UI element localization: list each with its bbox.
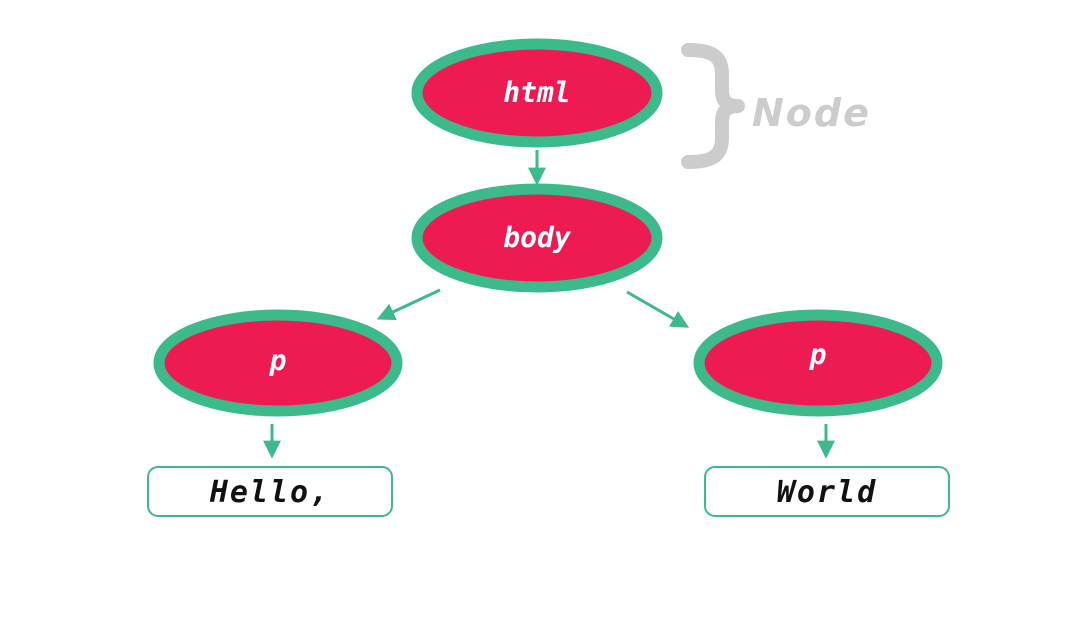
edge-body-p-left [376, 288, 441, 321]
text-node-right-label: World [777, 475, 877, 510]
text-node-left: Hello, [147, 466, 393, 517]
node-body-shape [411, 183, 663, 293]
node-body: body [411, 183, 663, 293]
edge-body-p-right [626, 290, 690, 328]
text-node-left-box [147, 466, 393, 517]
node-p-left-label: p [269, 344, 287, 377]
node-html-label: html [503, 76, 570, 109]
text-node-left-label: Hello, [209, 475, 330, 510]
text-node-right-box [704, 466, 950, 517]
node-body-label: body [503, 221, 572, 254]
edges [263, 150, 835, 459]
curly-brace-icon [681, 43, 745, 169]
node-p-right-shape [693, 309, 943, 417]
node-p-right: p [693, 309, 943, 417]
text-node-right: World [704, 466, 950, 517]
node-p-left: p [153, 309, 403, 417]
node-annotation: Node [681, 43, 871, 169]
node-html-shape [411, 38, 663, 148]
annotation-label: Node [752, 91, 871, 135]
node-p-left-shape [153, 309, 403, 417]
node-html: html [411, 38, 663, 148]
node-p-right-label: p [809, 338, 827, 371]
